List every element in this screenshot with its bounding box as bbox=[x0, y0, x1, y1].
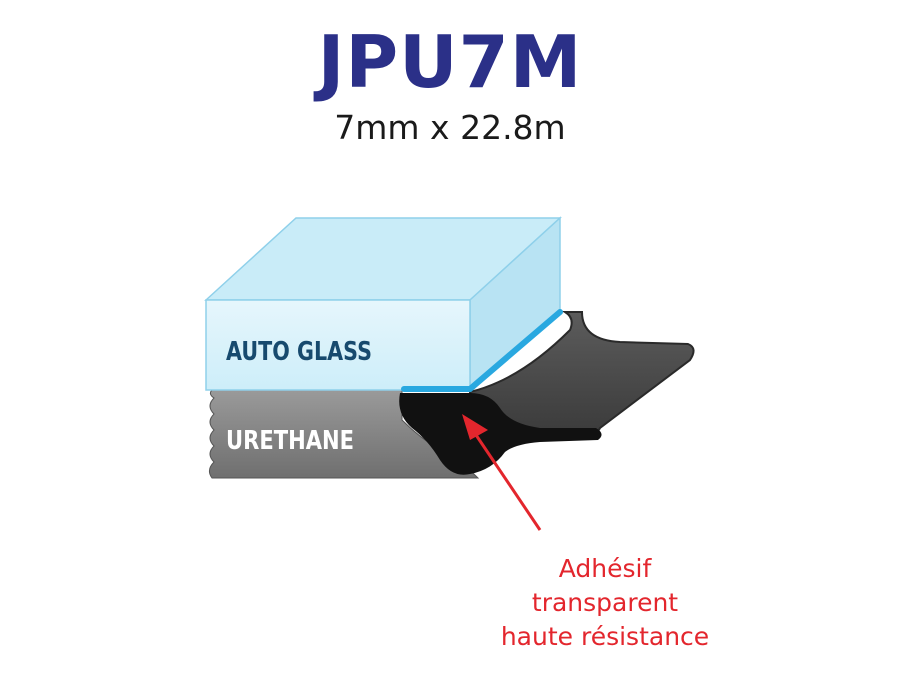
callout-line-1: Adhésif bbox=[558, 554, 652, 583]
product-dimensions: 7mm x 22.8m bbox=[334, 108, 566, 147]
callout-line-2: transparent bbox=[531, 588, 679, 617]
callout-arrow-head bbox=[462, 414, 488, 440]
callout-line-3: haute résistance bbox=[500, 622, 710, 651]
glass-front-face bbox=[205, 299, 471, 391]
callout-arrow-line bbox=[472, 431, 542, 531]
adhesive-bead bbox=[399, 393, 602, 475]
urethane-label: URETHANE bbox=[226, 426, 354, 456]
product-title: JPU7M bbox=[317, 20, 583, 104]
glass-label: AUTO GLASS bbox=[226, 337, 372, 367]
adhesive-callout: Adhésif transparent haute résistance bbox=[470, 552, 740, 654]
adhesive-contact-line bbox=[401, 309, 563, 392]
